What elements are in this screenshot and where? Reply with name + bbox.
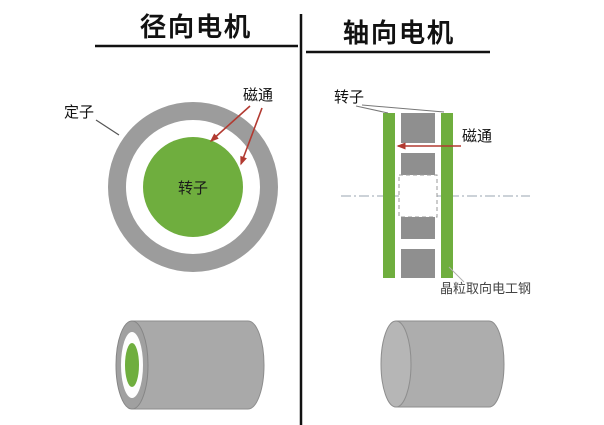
stator-leader-line bbox=[95, 119, 120, 136]
rotor-disc-right bbox=[441, 113, 453, 278]
stator-block-bottom bbox=[401, 249, 435, 278]
cylinder-end-face bbox=[380, 320, 412, 408]
rotor-disc-left bbox=[383, 113, 395, 278]
steel-label: 晶粒取向电工钢 bbox=[440, 281, 531, 297]
stator-block-top bbox=[401, 113, 435, 143]
flux-label: 磁通 bbox=[462, 127, 492, 145]
rotor-disc bbox=[143, 137, 243, 237]
rotor-leader-line-2 bbox=[361, 104, 445, 113]
radial-motor-cylinder bbox=[115, 320, 265, 410]
rotor-label: 转子 bbox=[334, 88, 364, 106]
flux-arrow-2 bbox=[240, 107, 263, 166]
axial-motor-side-view: 转子 磁通 晶粒取向电工钢 bbox=[334, 88, 531, 297]
rotor-core-face bbox=[125, 343, 139, 387]
left-panel-title: 径向电机 bbox=[140, 12, 252, 43]
stator-label: 定子 bbox=[64, 103, 94, 121]
stator-block-lower bbox=[401, 217, 435, 239]
right-panel-title: 轴向电机 bbox=[343, 18, 455, 49]
rotor-leader-line-1 bbox=[355, 105, 389, 114]
flux-arrow-1 bbox=[209, 105, 251, 143]
axial-motor-cylinder bbox=[380, 320, 505, 408]
steel-leader-line bbox=[448, 266, 465, 283]
rotor-label: 转子 bbox=[178, 179, 208, 197]
stator-ring bbox=[108, 102, 278, 272]
cylinder-body bbox=[131, 320, 265, 410]
stator-block-upper bbox=[401, 153, 435, 175]
radial-motor-cross-section: 转子 定子 磁通 bbox=[64, 86, 278, 272]
flux-label: 磁通 bbox=[243, 86, 273, 104]
shaft-dashed-box bbox=[398, 174, 438, 218]
cylinder-body bbox=[395, 320, 505, 408]
